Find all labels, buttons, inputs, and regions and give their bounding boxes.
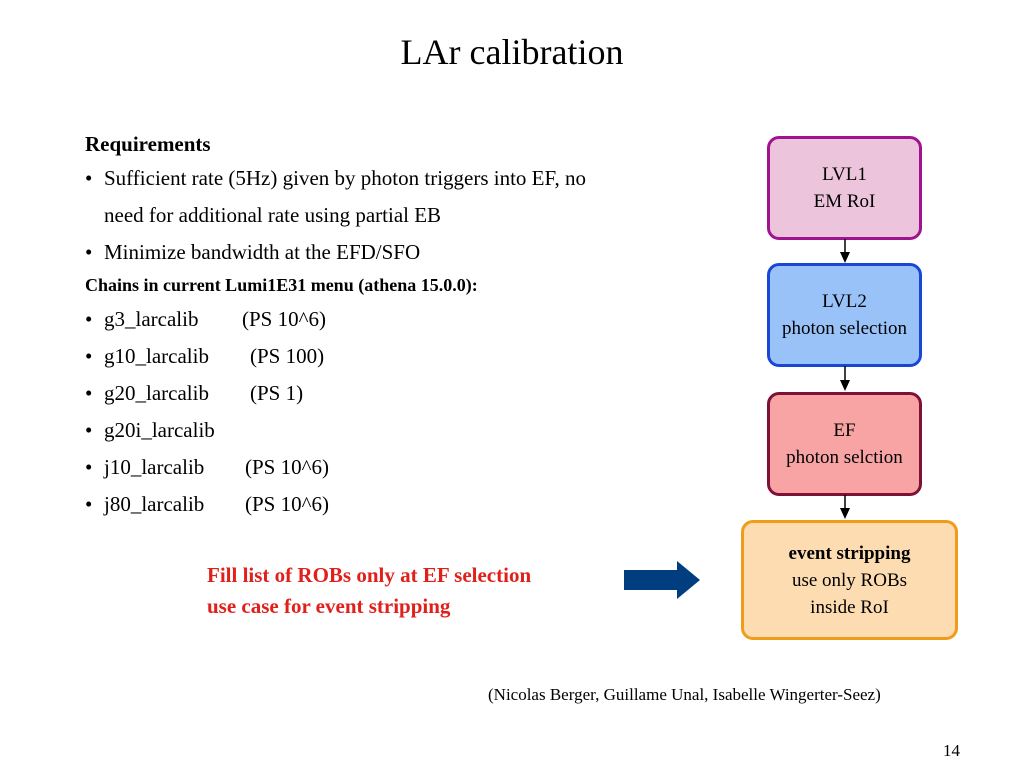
chain-item: g3_larcalib (PS 10^6) — [85, 301, 625, 338]
chain-prescale: (PS 10^6) — [245, 492, 329, 516]
lvl2-subtitle: photon selection — [781, 318, 908, 339]
lvl1-title: LVL1 — [822, 164, 867, 185]
page-number: 14 — [943, 741, 960, 760]
chains-heading: Chains in current Lumi1E31 menu (athena … — [85, 275, 478, 295]
chain-prescale: (PS 100) — [250, 344, 325, 368]
down-arrow-icon — [840, 239, 850, 263]
credits: (Nicolas Berger, Guillame Unal, Isabelle… — [488, 685, 881, 704]
lvl2-box: LVL2 photon selection — [767, 263, 922, 367]
lvl1-subtitle: EM RoI — [813, 191, 876, 212]
chain-name: j10_larcalib — [104, 455, 205, 479]
down-arrow-icon — [840, 366, 850, 391]
chain-prescale: (PS 10^6) — [245, 455, 329, 479]
chains-list: g3_larcalib (PS 10^6) g10_larcalib (PS 100… — [85, 301, 625, 523]
chain-name: g20i_larcalib — [104, 418, 215, 442]
chain-prescale: (PS 1) — [250, 381, 304, 405]
stripping-line: use only ROBs — [791, 569, 908, 591]
stripping-title: event stripping — [788, 542, 911, 564]
chain-item: g10_larcalib (PS 100) — [85, 338, 625, 375]
content-block: Requirements Sufficient rate (5Hz) given… — [85, 128, 625, 523]
down-arrow-icon — [840, 495, 850, 519]
chain-item: g20i_larcalib — [85, 412, 625, 449]
chain-name: g3_larcalib — [104, 307, 199, 331]
ef-box: EF photon selction — [767, 392, 922, 496]
slide-title: LAr calibration — [400, 32, 624, 72]
right-arrow-icon — [624, 561, 700, 599]
chain-name: g10_larcalib — [104, 344, 209, 368]
note-line: use case for event stripping — [207, 594, 451, 618]
chain-prescale: (PS 10^6) — [242, 307, 326, 331]
requirement-item: Minimize bandwidth at the EFD/SFO — [85, 234, 605, 271]
chain-item: g20_larcalib (PS 1) — [85, 375, 625, 412]
chain-name: j80_larcalib — [104, 492, 205, 516]
event-stripping-box: event stripping use only ROBs inside RoI — [741, 520, 958, 640]
chain-name: g20_larcalib — [104, 381, 209, 405]
requirements-heading: Requirements — [85, 132, 211, 156]
stripping-note: Fill list of ROBs only at EF selection u… — [207, 560, 531, 622]
ef-subtitle: photon selction — [786, 447, 903, 468]
chain-item: j80_larcalib (PS 10^6) — [85, 486, 625, 523]
requirement-item: Sufficient rate (5Hz) given by photon tr… — [85, 160, 605, 234]
note-line: Fill list of ROBs only at EF selection — [207, 563, 532, 587]
ef-title: EF — [833, 420, 856, 441]
stripping-line: inside RoI — [810, 596, 889, 618]
lvl2-title: LVL2 — [822, 291, 867, 312]
lvl1-box: LVL1 EM RoI — [767, 136, 922, 240]
chain-item: j10_larcalib (PS 10^6) — [85, 449, 625, 486]
requirements-list: Sufficient rate (5Hz) given by photon tr… — [85, 160, 605, 271]
